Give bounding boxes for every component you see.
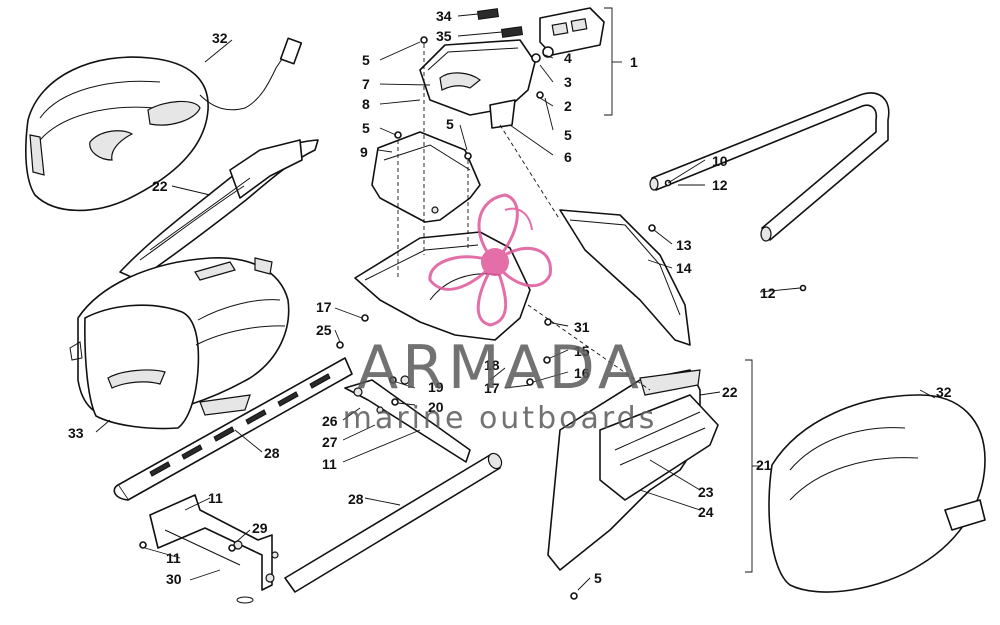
- tail-housing: [419, 39, 536, 129]
- leader-lines: [95, 7, 936, 591]
- callout-21: 21: [756, 457, 772, 473]
- mount-bracket: [344, 375, 471, 463]
- watermark-logo: [428, 193, 552, 327]
- callout-32: 32: [212, 30, 228, 46]
- reflectors: [476, 8, 524, 38]
- callout-5: 5: [564, 127, 572, 143]
- callout-2: 2: [564, 98, 572, 114]
- callout-7: 7: [362, 76, 370, 92]
- callout-28: 28: [264, 445, 280, 461]
- callout-3: 3: [564, 74, 572, 90]
- callout-17: 17: [316, 299, 332, 315]
- callout-14: 14: [676, 260, 692, 276]
- rail-upper: [113, 357, 353, 501]
- callout-11: 11: [208, 490, 223, 506]
- assembly-lines: [397, 44, 651, 391]
- callout-31: 31: [574, 319, 590, 335]
- callout-9: 9: [360, 144, 368, 160]
- callout-22: 22: [152, 178, 168, 194]
- callout-30: 30: [166, 571, 182, 587]
- callout-5: 5: [362, 120, 370, 136]
- side-panel-left: [119, 139, 319, 281]
- callout-24: 24: [698, 504, 714, 520]
- callout-12: 12: [760, 285, 776, 301]
- callout-18: 18: [484, 357, 500, 373]
- callout-22: 22: [722, 384, 738, 400]
- rail-lower: [284, 452, 503, 593]
- u-bar: [649, 92, 890, 242]
- callout-12: 12: [712, 177, 728, 193]
- callout-13: 13: [676, 237, 692, 253]
- watermark-tagline: marine outboards: [343, 401, 658, 436]
- callout-32: 32: [936, 384, 952, 400]
- callout-10: 10: [712, 153, 728, 169]
- callout-25: 25: [316, 322, 332, 338]
- callout-5: 5: [362, 52, 370, 68]
- callout-8: 8: [362, 96, 370, 112]
- callout-28: 28: [348, 491, 364, 507]
- callout-29: 29: [252, 520, 268, 536]
- callout-20: 20: [428, 399, 444, 415]
- side-panel-right: [547, 369, 719, 571]
- tray-plate: [371, 131, 481, 223]
- callout-19: 19: [428, 379, 444, 395]
- tail-light: [531, 7, 605, 63]
- callout-16: 16: [574, 365, 590, 381]
- callout-34: 34: [436, 8, 452, 24]
- callout-5: 5: [446, 116, 454, 132]
- saddlebag-left-top: [25, 37, 303, 212]
- watermark: ARMADA marine outboards: [343, 193, 658, 436]
- callout-15: 15: [574, 343, 590, 359]
- saddlebag-left-bottom: [69, 257, 290, 430]
- bracket-assembly: [149, 494, 279, 604]
- callout-5: 5: [594, 570, 602, 586]
- callout-35: 35: [436, 28, 452, 44]
- callout-17: 17: [484, 380, 500, 396]
- callout-33: 33: [68, 425, 84, 441]
- callout-26: 26: [322, 413, 338, 429]
- callout-4: 4: [564, 50, 572, 66]
- saddlebag-right: [768, 394, 986, 593]
- callout-11: 11: [322, 456, 337, 472]
- callouts: 34 35 5 1 4 3 2 7 8 5 5 5 6 9 32 22 10 1…: [68, 8, 952, 587]
- callout-1: 1: [630, 54, 638, 70]
- side-shield-upper-right: [559, 209, 691, 346]
- watermark-brand: ARMADA: [357, 333, 643, 403]
- callout-11: 11: [166, 550, 181, 566]
- callout-6: 6: [564, 149, 572, 165]
- callout-23: 23: [698, 484, 714, 500]
- callout-27: 27: [322, 434, 338, 450]
